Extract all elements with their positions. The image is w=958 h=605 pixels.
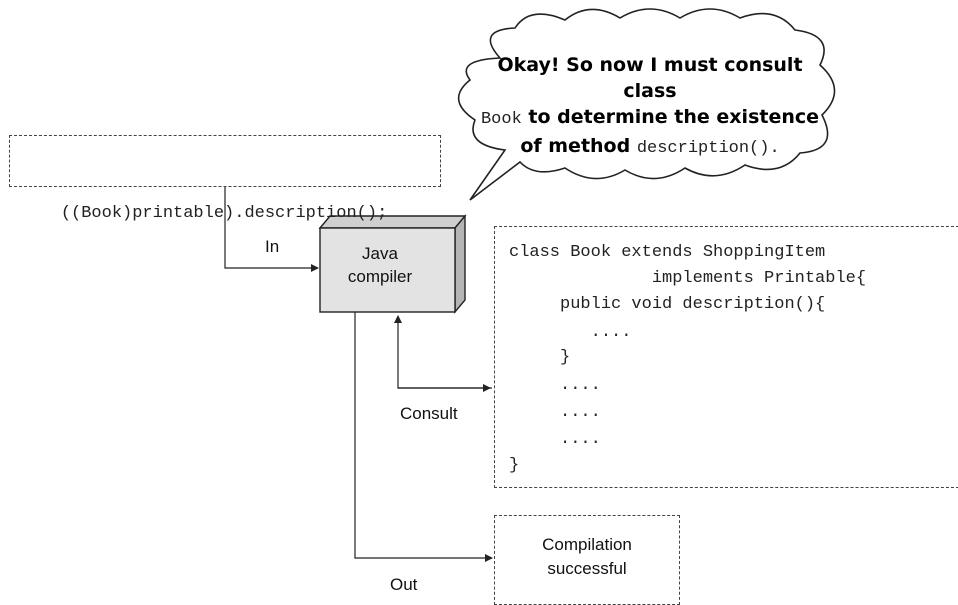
out-label: Out (390, 575, 418, 594)
input-code-box: ((Book)printable).description(); (9, 135, 441, 223)
code-line: .... (509, 323, 632, 342)
code-line: public void description(){ (509, 295, 826, 314)
compiler-label: Java compiler (320, 242, 440, 288)
speech-text: Okay! So now I must consult class Book t… (480, 52, 820, 162)
speech-code-description: description(). (636, 139, 780, 158)
speech-line2: Book to determine the existence (480, 104, 820, 133)
in-edge (224, 187, 319, 272)
code-line: } (509, 456, 520, 475)
consult-edge (394, 315, 492, 389)
speech-line3: of method description(). (480, 133, 820, 162)
code-line: .... (509, 376, 601, 395)
out-edge (354, 312, 493, 562)
java-compiler-box (318, 214, 467, 314)
input-code-text: ((Book)printable).description(); (60, 204, 388, 223)
class-code-box: class Book extends ShoppingItem implemen… (494, 226, 958, 488)
compiler-label-line1: Java (362, 244, 398, 263)
result-line1: Compilation (542, 535, 632, 554)
speech-line1: Okay! So now I must consult class (497, 54, 803, 102)
speech-line2-text: to determine the existence (521, 106, 820, 128)
speech-code-book: Book (480, 110, 522, 129)
code-line: .... (509, 430, 601, 449)
code-line: } (509, 348, 571, 367)
consult-label: Consult (400, 404, 458, 423)
code-line: .... (509, 403, 601, 422)
speech-line3-text: of method (520, 135, 637, 157)
compiler-label-line2: compiler (347, 267, 413, 286)
in-label: In (265, 237, 280, 256)
result-box: Compilation successful (494, 515, 680, 605)
code-line: implements Printable{ (509, 269, 867, 288)
code-line: class Book extends ShoppingItem (509, 243, 826, 262)
result-line2: successful (547, 559, 627, 578)
speech-bubble (457, 8, 836, 201)
